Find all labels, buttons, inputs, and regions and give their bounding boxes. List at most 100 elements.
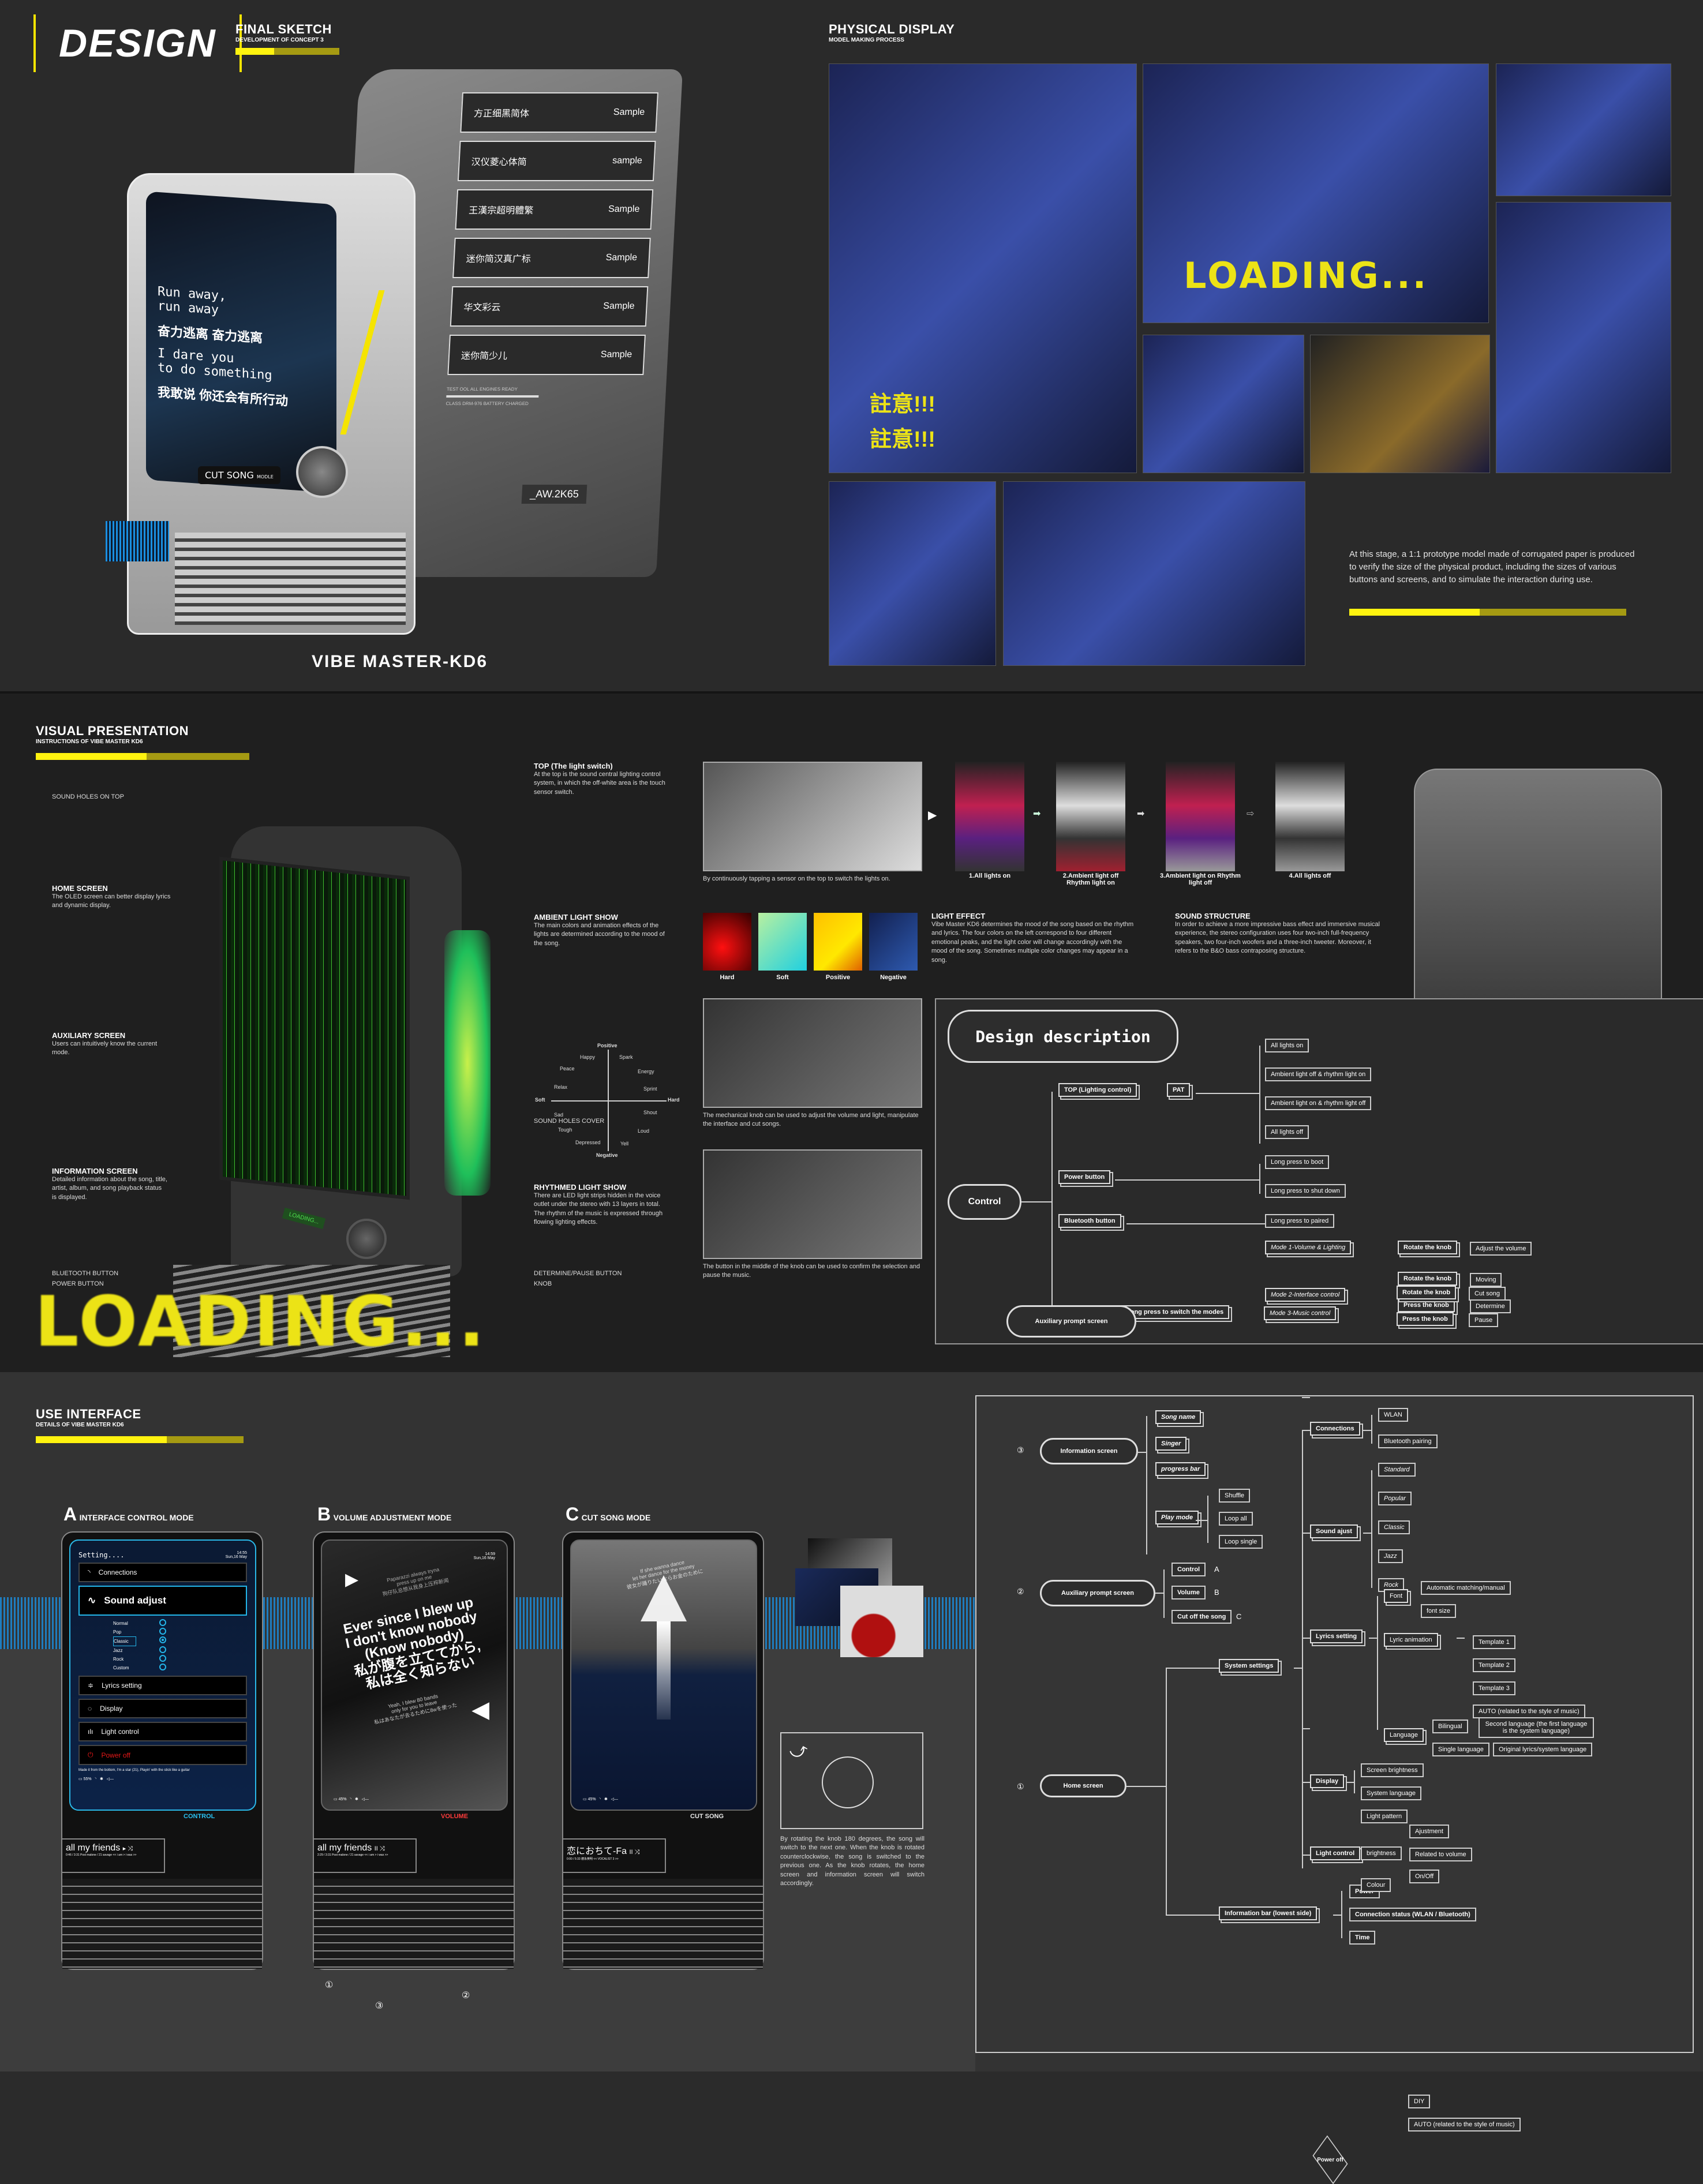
knob[interactable] <box>296 446 348 498</box>
loading-text-big: LOADING... <box>35 1282 487 1362</box>
option-row[interactable]: Rock <box>113 1655 247 1664</box>
visual-presentation-section: VISUAL PRESENTATION INSTRUCTIONS OF VIBE… <box>0 691 1703 1372</box>
product-name: VIBE MASTER-KD6 <box>312 652 488 671</box>
menu-connections[interactable]: ◝Connections <box>78 1563 247 1582</box>
status-bar: ▭ 55% ◝ ✱ ◁— <box>78 1777 114 1781</box>
device-base <box>563 1879 763 1969</box>
node: Song name <box>1155 1410 1202 1424</box>
option-row[interactable]: Custom <box>113 1664 247 1672</box>
use-interface-section: USE INTERFACE DETAILS OF VIBE MASTER KD6… <box>0 1372 1703 2184</box>
node-information-screen: Information screen <box>1040 1438 1138 1464</box>
prototype-photo-6 <box>1310 335 1490 473</box>
menu-display[interactable]: ◌Display <box>78 1699 247 1718</box>
yellow-accent-strip <box>340 290 385 434</box>
arrow-icon: ➡ <box>1033 809 1041 819</box>
option-row[interactable]: Normal <box>113 1619 247 1628</box>
leaf: Classic <box>1378 1520 1410 1534</box>
option-row[interactable]: Jazz <box>113 1646 247 1655</box>
callout-top-light-switch: TOP (The light switch)At the top is the … <box>534 762 665 796</box>
leaf: Loop all <box>1219 1512 1253 1526</box>
leaf: Jazz <box>1378 1549 1403 1563</box>
knob[interactable] <box>346 1219 387 1259</box>
leaf: Cut off the song <box>1171 1610 1232 1624</box>
prototype-photo-4 <box>1496 202 1671 473</box>
menu-sound-adjust[interactable]: ∿Sound adjust <box>78 1586 247 1616</box>
leaf: Connection status (WLAN / Bluetooth) <box>1349 1908 1476 1921</box>
node-bluetooth-button: Bluetooth button <box>1058 1214 1121 1228</box>
light-state-label: 3.Ambient light on Rhythm light off <box>1160 872 1241 886</box>
wifi-icon: ◝ <box>88 1568 91 1576</box>
callout-determine-pause-button: DETERMINE/PAUSE BUTTON <box>534 1270 622 1277</box>
info-bar-a: all my friends ▸ ⤨ 0:46 / 3:31 Post malo… <box>61 1838 165 1873</box>
node-language: Language <box>1384 1728 1424 1742</box>
node-auxiliary-prompt-screen: Auxiliary prompt screen <box>1006 1305 1136 1338</box>
callout-sound-holes-top: SOUND HOLES ON TOP <box>52 793 124 800</box>
info-bar-b: all my friends II ⤨ 2:29 / 3:31 Post mal… <box>313 1838 417 1873</box>
lyrics-icon: ≑ <box>88 1681 94 1689</box>
leaf: Standard <box>1378 1463 1416 1477</box>
node-knob-switch: Long press to switch the modes <box>1121 1305 1230 1319</box>
prototype-photo-3 <box>1496 63 1671 196</box>
leaf: Moving <box>1470 1273 1502 1287</box>
node: Singer <box>1155 1437 1187 1451</box>
light-state-label: 1.All lights on <box>968 872 1011 879</box>
menu-power-off[interactable]: ⏻Power off <box>78 1745 247 1765</box>
node-action: Rotate the knob <box>1397 1286 1457 1299</box>
device-base <box>314 1879 514 1969</box>
prototype-photo-7 <box>829 481 996 666</box>
node-power-off: Power off <box>1310 2135 1350 2184</box>
mode-a-label: A INTERFACE CONTROL MODE <box>63 1504 194 1524</box>
leaf: Determine <box>1470 1299 1511 1313</box>
leaf: WLAN <box>1378 1408 1408 1422</box>
leaf: System language <box>1361 1786 1421 1800</box>
model-plate: _AW.2K65 <box>521 485 587 504</box>
node-power-button: Power button <box>1058 1170 1111 1184</box>
power-icon: ⏻ <box>88 1751 93 1759</box>
node-system-settings: System settings <box>1219 1659 1279 1673</box>
rotate-arrow-icon: ⤻ <box>787 1739 810 1763</box>
leaf: Automatic matching/manual <box>1421 1581 1511 1595</box>
use-interface-heading: USE INTERFACE DETAILS OF VIBE MASTER KD6 <box>36 1407 244 1443</box>
option-row-selected[interactable]: Classic <box>113 1636 247 1646</box>
prototype-photo-2: LOADING... <box>1143 63 1489 323</box>
option-row[interactable]: Pop <box>113 1628 247 1636</box>
leaf: Shuffle <box>1219 1489 1251 1503</box>
album-cover-3 <box>840 1586 923 1657</box>
menu-lyrics-setting[interactable]: ≑Lyrics setting <box>78 1676 247 1695</box>
mood-color-swatches: Hard Soft Positive Negative <box>703 913 918 981</box>
bulb-icon: ◌ <box>88 1705 92 1713</box>
waveform-icon: ∿ <box>88 1595 96 1606</box>
waveform-display <box>106 521 169 561</box>
leaf: Template 3 <box>1473 1681 1515 1695</box>
node-home-screen: Home screen <box>1040 1774 1126 1797</box>
leaf: Control <box>1171 1563 1206 1576</box>
prototype-description: At this stage, a 1:1 prototype model mad… <box>1349 549 1635 585</box>
light-state-3 <box>1166 762 1235 871</box>
aux-screen-cut-song: CUT SONG MODLE <box>198 466 280 484</box>
marker-2: ② <box>462 1991 470 2001</box>
leaf: Related to volume <box>1409 1848 1472 1861</box>
yellow-progress-bar <box>235 48 339 55</box>
ambient-light <box>444 930 491 1196</box>
light-state-1 <box>955 762 1024 871</box>
node-top-lighting: TOP (Lighting control) <box>1058 1083 1137 1097</box>
leaf: Pause <box>1469 1313 1499 1327</box>
node-mode-2: Mode 2-Interface control <box>1265 1288 1346 1302</box>
aux-label-control: CONTROL <box>184 1813 215 1820</box>
leaf: font size <box>1421 1604 1456 1618</box>
physical-display-heading: PHYSICAL DISPLAY MODEL MAKING PROCESS <box>829 22 955 43</box>
node-lyric-animation: Lyric animation <box>1384 1633 1438 1647</box>
prototype-photo-8 <box>1003 481 1305 666</box>
design-badge: DESIGN <box>33 14 242 72</box>
arrow-outline-icon: ⇨ <box>1247 809 1255 819</box>
node-connections: Connections <box>1310 1422 1360 1436</box>
